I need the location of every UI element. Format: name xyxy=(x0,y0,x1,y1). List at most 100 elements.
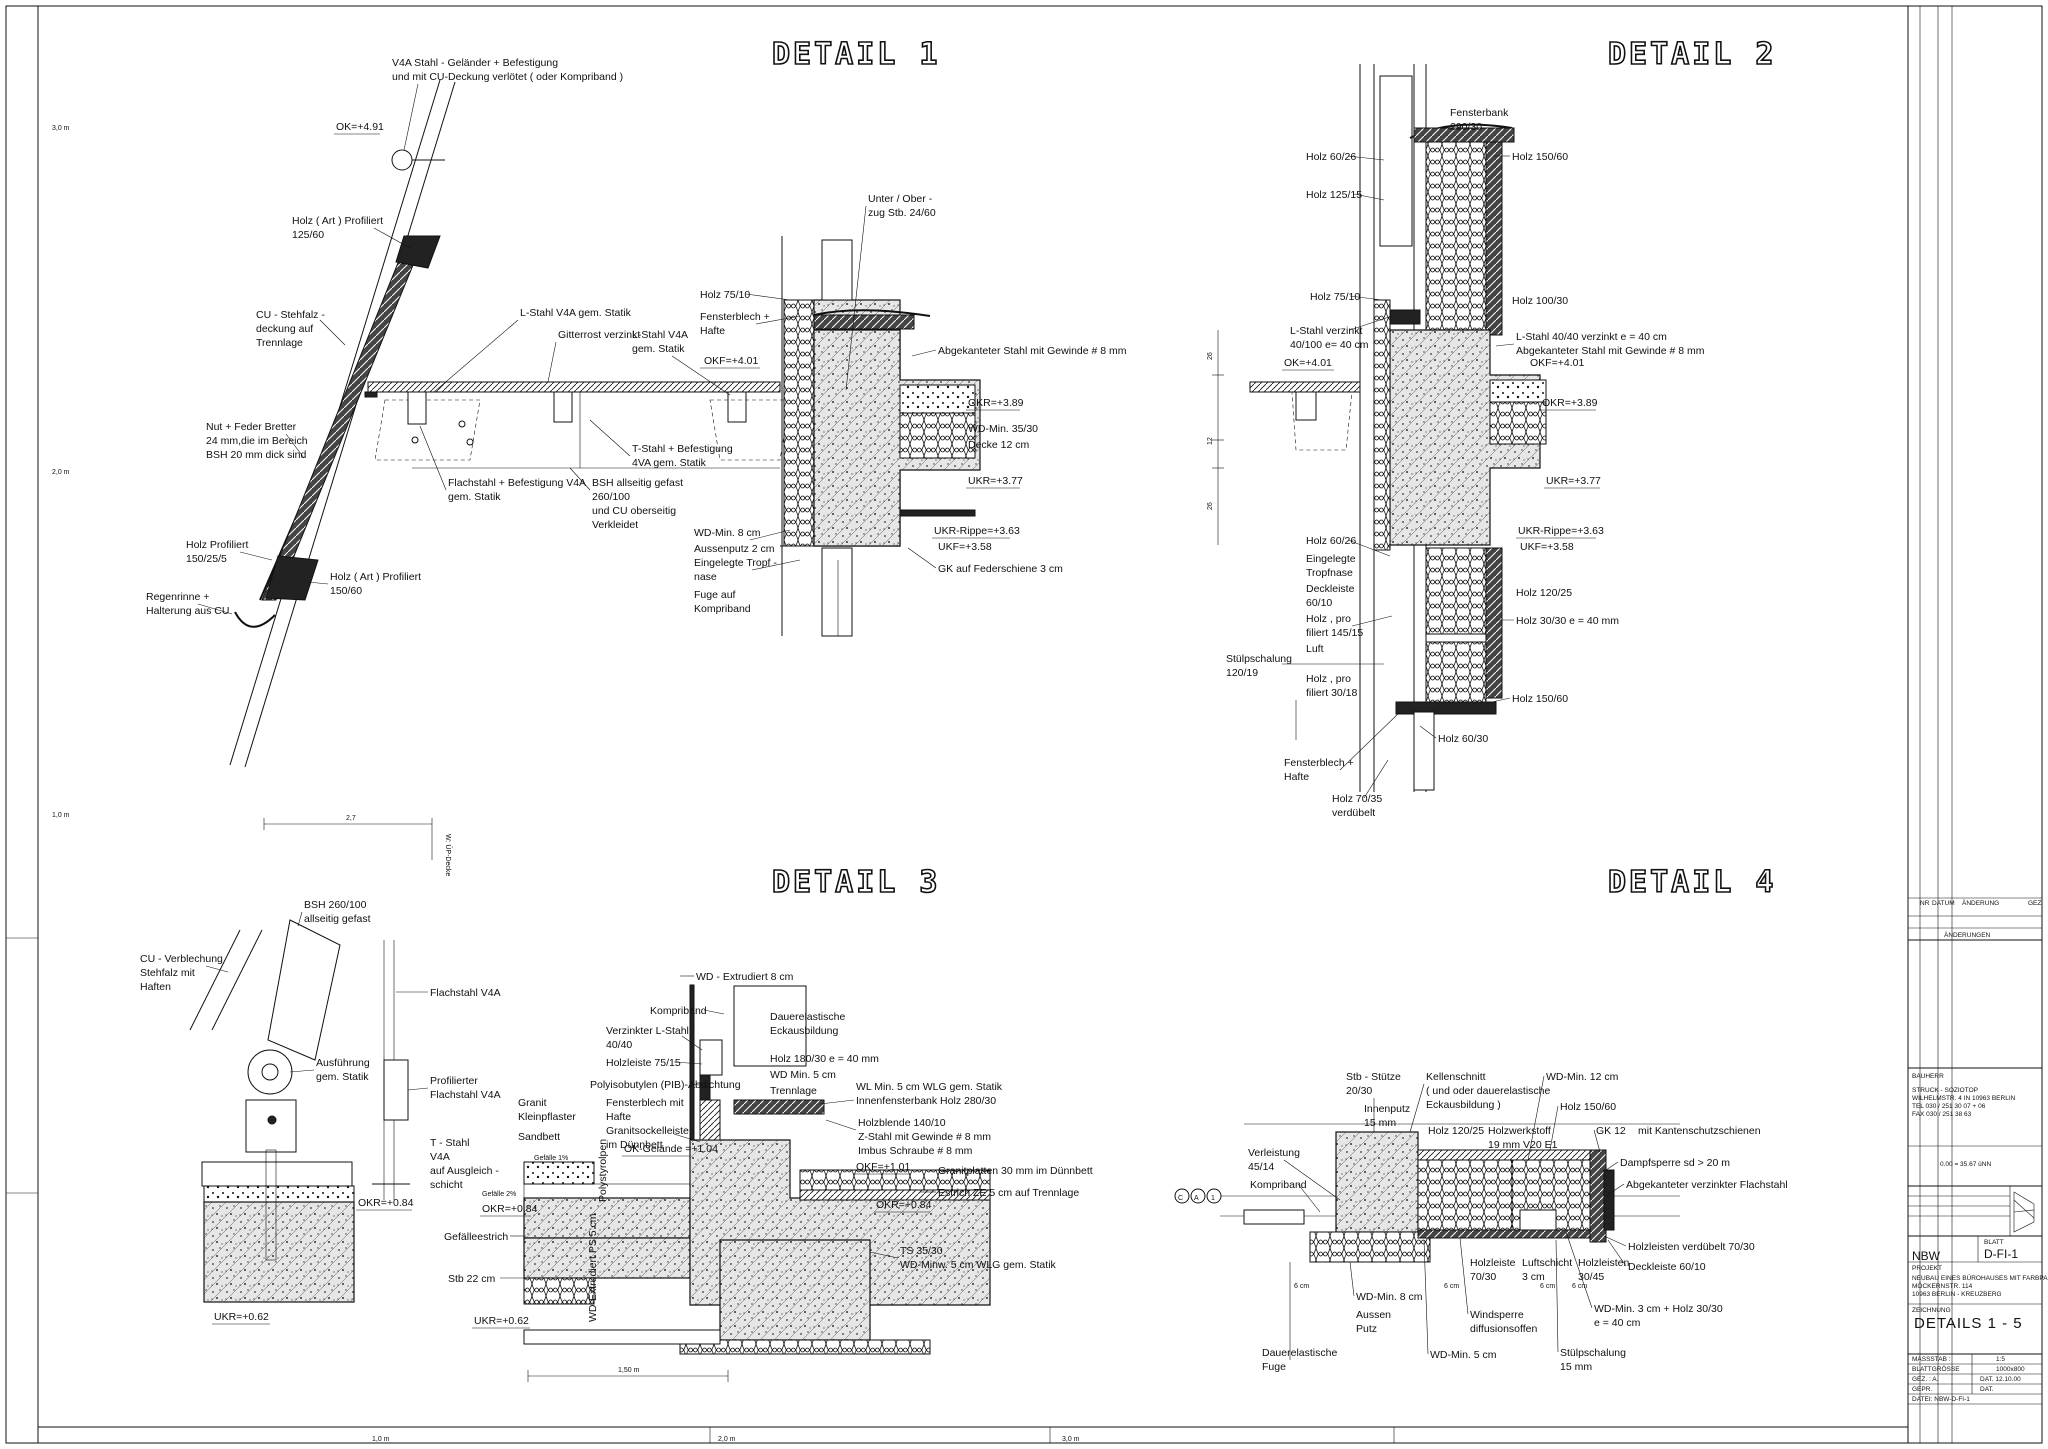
svg-text:Hafte: Hafte xyxy=(700,325,725,337)
svg-text:MÖCKERNSTR. 114: MÖCKERNSTR. 114 xyxy=(1912,1282,1973,1290)
svg-text:UKR=+0.62: UKR=+0.62 xyxy=(474,1315,529,1327)
svg-text:Estrich ZE 5 cm auf Trennlage: Estrich ZE 5 cm auf Trennlage xyxy=(938,1187,1079,1199)
svg-text:Granitplatten 30 mm im Dünnbet: Granitplatten 30 mm im Dünnbett xyxy=(938,1165,1093,1177)
svg-text:26: 26 xyxy=(1207,502,1214,510)
scale-left-1: 1,0 m xyxy=(52,812,70,819)
svg-text:BSH allseitig gefast: BSH allseitig gefast xyxy=(592,477,683,489)
svg-text:Decke 12 cm: Decke 12 cm xyxy=(968,439,1030,451)
svg-text:und mit CU-Deckung verlötet (: und mit CU-Deckung verlötet ( oder Kompr… xyxy=(392,71,623,83)
svg-text:Luftschicht: Luftschicht xyxy=(1522,1257,1572,1269)
svg-text:Kompriband: Kompriband xyxy=(694,603,751,615)
svg-text:C: C xyxy=(1178,1195,1183,1202)
svg-text:OKR=+0.84: OKR=+0.84 xyxy=(358,1197,414,1209)
svg-text:150/60: 150/60 xyxy=(330,585,362,597)
svg-text:DATEI: NBW-D-FI-1: DATEI: NBW-D-FI-1 xyxy=(1912,1396,1970,1403)
rev-col-nr: NR xyxy=(1920,900,1930,907)
svg-text:26: 26 xyxy=(1207,352,1214,360)
svg-text:Profilierter: Profilierter xyxy=(430,1075,478,1087)
svg-text:L-Stahl V4A: L-Stahl V4A xyxy=(632,329,688,341)
svg-text:MASSSTAB :: MASSSTAB : xyxy=(1912,1356,1951,1363)
svg-text:und CU oberseitig: und CU oberseitig xyxy=(592,505,676,517)
svg-text:6 cm: 6 cm xyxy=(1444,1283,1459,1290)
svg-text:WD Min. 5 cm: WD Min. 5 cm xyxy=(770,1069,836,1081)
svg-text:Innenputz: Innenputz xyxy=(1364,1103,1410,1115)
detail-4-drawing xyxy=(1220,1123,1680,1360)
detail-3-title: DETAIL 3 xyxy=(772,865,941,900)
scale-bottom-2: 2,0 m xyxy=(718,1436,736,1443)
svg-text:Innenfensterbank Holz 280/30: Innenfensterbank Holz 280/30 xyxy=(856,1095,996,1107)
svg-text:Holz ( Art ) Profiliert: Holz ( Art ) Profiliert xyxy=(292,215,383,227)
svg-text:Polyisobutylen (PIB)-Abdichtun: Polyisobutylen (PIB)-Abdichtung xyxy=(590,1079,741,1091)
svg-text:T-Stahl + Befestigung: T-Stahl + Befestigung xyxy=(632,443,733,455)
svg-text:OK-Gelände =+1.04: OK-Gelände =+1.04 xyxy=(624,1143,718,1155)
height-reference: 0.00 = 35.67 üNN xyxy=(1940,1161,1991,1168)
svg-text:Aussenputz 2 cm: Aussenputz 2 cm xyxy=(694,543,775,555)
svg-text:Holz 75/10: Holz 75/10 xyxy=(1310,291,1360,303)
svg-text:Deckleiste: Deckleiste xyxy=(1306,583,1355,595)
svg-text:UKF=+3.58: UKF=+3.58 xyxy=(938,541,992,553)
svg-text:125/60: 125/60 xyxy=(292,229,324,241)
svg-text:Fuge auf: Fuge auf xyxy=(694,589,736,601)
svg-text:Eckausbildung ): Eckausbildung ) xyxy=(1426,1099,1501,1111)
svg-text:Hafte: Hafte xyxy=(606,1111,631,1123)
svg-text:19 mm V20 E1: 19 mm V20 E1 xyxy=(1488,1139,1558,1151)
svg-text:zug Stb. 24/60: zug Stb. 24/60 xyxy=(868,207,936,219)
svg-text:Halterung aus CU: Halterung aus CU xyxy=(146,605,229,617)
svg-text:Trennlage: Trennlage xyxy=(256,337,303,349)
svg-text:15 mm: 15 mm xyxy=(1364,1117,1396,1129)
svg-text:Aussen: Aussen xyxy=(1356,1309,1391,1321)
svg-text:L-Stahl V4A gem. Statik: L-Stahl V4A gem. Statik xyxy=(520,307,632,319)
svg-text:Haften: Haften xyxy=(140,981,171,993)
svg-text:Eingelegte Tropf -: Eingelegte Tropf - xyxy=(694,557,777,569)
svg-text:OK=+4.01: OK=+4.01 xyxy=(1284,357,1332,369)
svg-text:Verkleidet: Verkleidet xyxy=(592,519,638,531)
title-block: NR DATUM ÄNDERUNG GEZ. ÄNDERUNGEN BAUHER… xyxy=(1908,897,2048,1405)
svg-text:Stülpschalung: Stülpschalung xyxy=(1226,653,1292,665)
svg-text:Dampfsperre sd > 20 m: Dampfsperre sd > 20 m xyxy=(1620,1157,1730,1169)
svg-text:Holz 120/25: Holz 120/25 xyxy=(1516,587,1572,599)
detail-3-drawing xyxy=(189,919,991,1355)
svg-text:Stülpschalung: Stülpschalung xyxy=(1560,1347,1626,1359)
svg-text:GK 12: GK 12 xyxy=(1596,1125,1626,1137)
svg-text:e = 40 cm: e = 40 cm xyxy=(1594,1317,1641,1329)
svg-text:Fuge: Fuge xyxy=(1262,1361,1286,1373)
svg-text:OKR=+3.89: OKR=+3.89 xyxy=(968,397,1024,409)
svg-text:L-Stahl verzinkt: L-Stahl verzinkt xyxy=(1290,325,1362,337)
svg-text:WD-Extrudiert PS 5 cm: WD-Extrudiert PS 5 cm xyxy=(587,1213,599,1322)
svg-text:Fensterblech +: Fensterblech + xyxy=(700,311,770,323)
svg-text:BLATT: BLATT xyxy=(1984,1239,2004,1246)
svg-text:WD - Extrudiert 8 cm: WD - Extrudiert 8 cm xyxy=(696,971,794,983)
svg-text:W: ÜP-Decke: W: ÜP-Decke xyxy=(444,834,452,876)
svg-text:allseitig gefast: allseitig gefast xyxy=(304,913,371,925)
svg-text:Abgekanteter Stahl mit Gewinde: Abgekanteter Stahl mit Gewinde # 8 mm xyxy=(938,345,1127,357)
rev-col-datum: DATUM xyxy=(1932,900,1955,907)
svg-text:Eckausbildung: Eckausbildung xyxy=(770,1025,838,1037)
svg-text:260/100: 260/100 xyxy=(592,491,630,503)
svg-text:Verzinkter L-Stahl: Verzinkter L-Stahl xyxy=(606,1025,689,1037)
svg-text:15 mm: 15 mm xyxy=(1560,1361,1592,1373)
svg-text:L-Stahl 40/40 verzinkt e = 40: L-Stahl 40/40 verzinkt e = 40 cm xyxy=(1516,331,1667,343)
svg-text:UKR=+3.77: UKR=+3.77 xyxy=(968,475,1023,487)
svg-text:Nut + Feder Bretter: Nut + Feder Bretter xyxy=(206,421,297,433)
svg-text:1:5: 1:5 xyxy=(1996,1356,2005,1363)
svg-text:Eingelegte: Eingelegte xyxy=(1306,553,1356,565)
svg-text:gem. Statik: gem. Statik xyxy=(448,491,501,503)
svg-text:Holz , pro: Holz , pro xyxy=(1306,613,1351,625)
svg-text:Holz 60/30: Holz 60/30 xyxy=(1438,733,1488,745)
svg-text:4VA gem. Statik: 4VA gem. Statik xyxy=(632,457,707,469)
detail-4-axis-markers: C A 1 xyxy=(1174,1188,1222,1204)
svg-text:T - Stahl: T - Stahl xyxy=(430,1137,470,1149)
axis-a-icon xyxy=(1190,1188,1206,1204)
svg-text:GEPR.: GEPR. xyxy=(1912,1386,1932,1393)
svg-text:Holz 180/30 e = 40 mm: Holz 180/30 e = 40 mm xyxy=(770,1053,879,1065)
svg-text:Holzleisten: Holzleisten xyxy=(1578,1257,1630,1269)
aenderungen-label: ÄNDERUNGEN xyxy=(1944,931,1991,939)
svg-text:Flachstahl V4A: Flachstahl V4A xyxy=(430,1089,501,1101)
detail-3-labels: BSH 260/100 allseitig gefast CU - Verble… xyxy=(140,899,1093,1382)
svg-text:Hafte: Hafte xyxy=(1284,771,1309,783)
detail-4-labels: Stb - Stütze 20/30 Innenputz 15 mm Kelle… xyxy=(1248,1071,1788,1373)
svg-text:Fensterblech +: Fensterblech + xyxy=(1284,757,1354,769)
svg-text:GEZ. : A.: GEZ. : A. xyxy=(1912,1376,1939,1383)
svg-text:gem. Statik: gem. Statik xyxy=(632,343,685,355)
svg-text:NEUBAU EINES BÜROHAUSES MIT FA: NEUBAU EINES BÜROHAUSES MIT FARBPALETTE xyxy=(1912,1274,2048,1282)
